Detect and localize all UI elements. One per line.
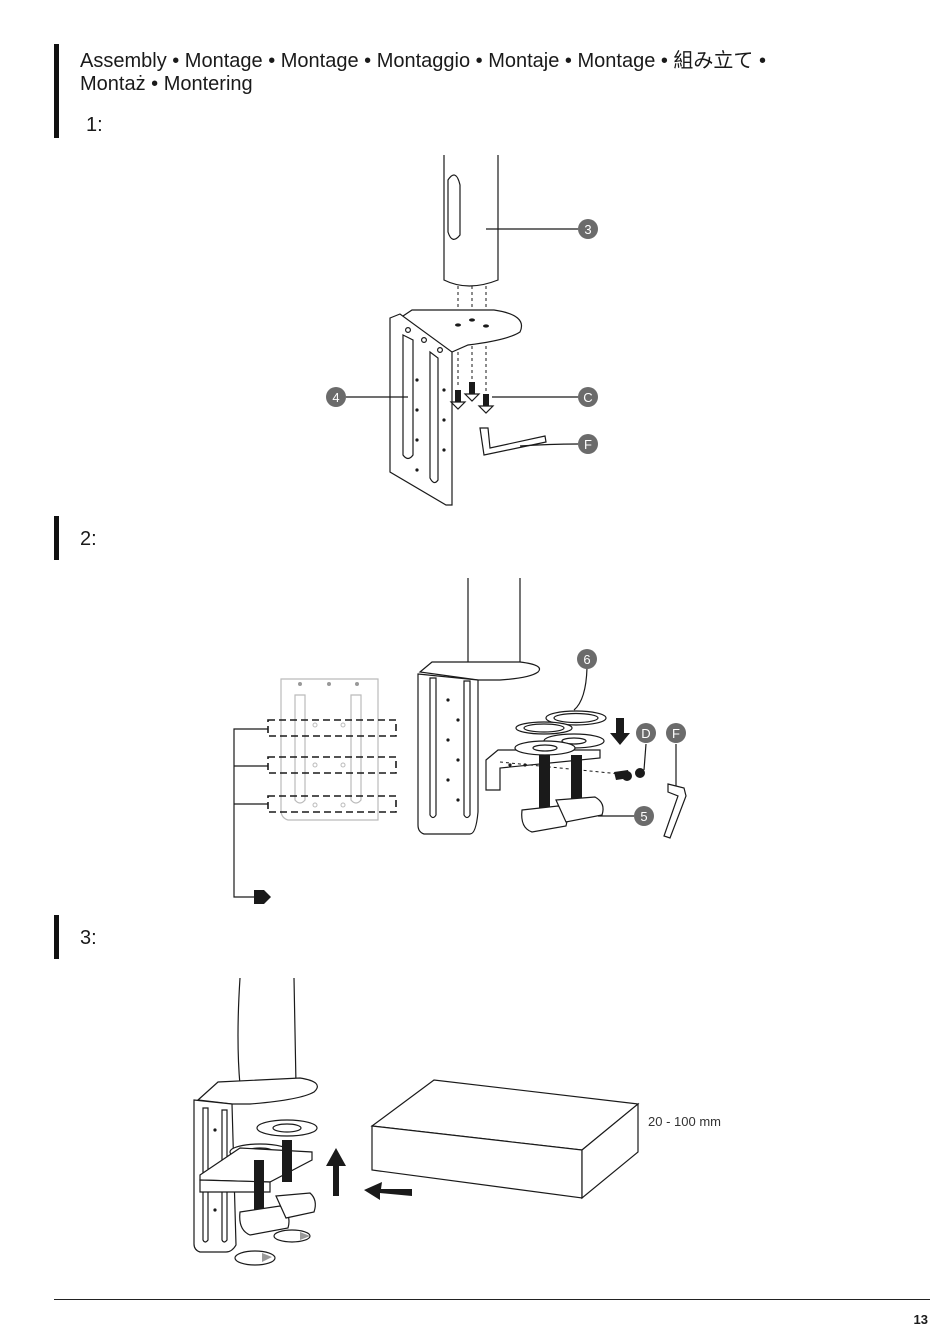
step-1-diagram [346, 155, 578, 505]
callout-d: D [641, 726, 650, 741]
callout-c: C [583, 390, 592, 405]
page-number: 13 [914, 1312, 928, 1327]
callout-6: 6 [583, 652, 590, 667]
thickness-dimension: 20 - 100 mm [648, 1114, 721, 1129]
callout-f: F [584, 437, 592, 452]
callout-5: 5 [640, 809, 647, 824]
footer-rule [54, 1299, 930, 1300]
step-2-diagram [234, 578, 686, 904]
callout-3: 3 [584, 222, 591, 237]
callout-4: 4 [332, 390, 339, 405]
callout-f-2: F [672, 726, 680, 741]
step-3-diagram [194, 978, 638, 1265]
